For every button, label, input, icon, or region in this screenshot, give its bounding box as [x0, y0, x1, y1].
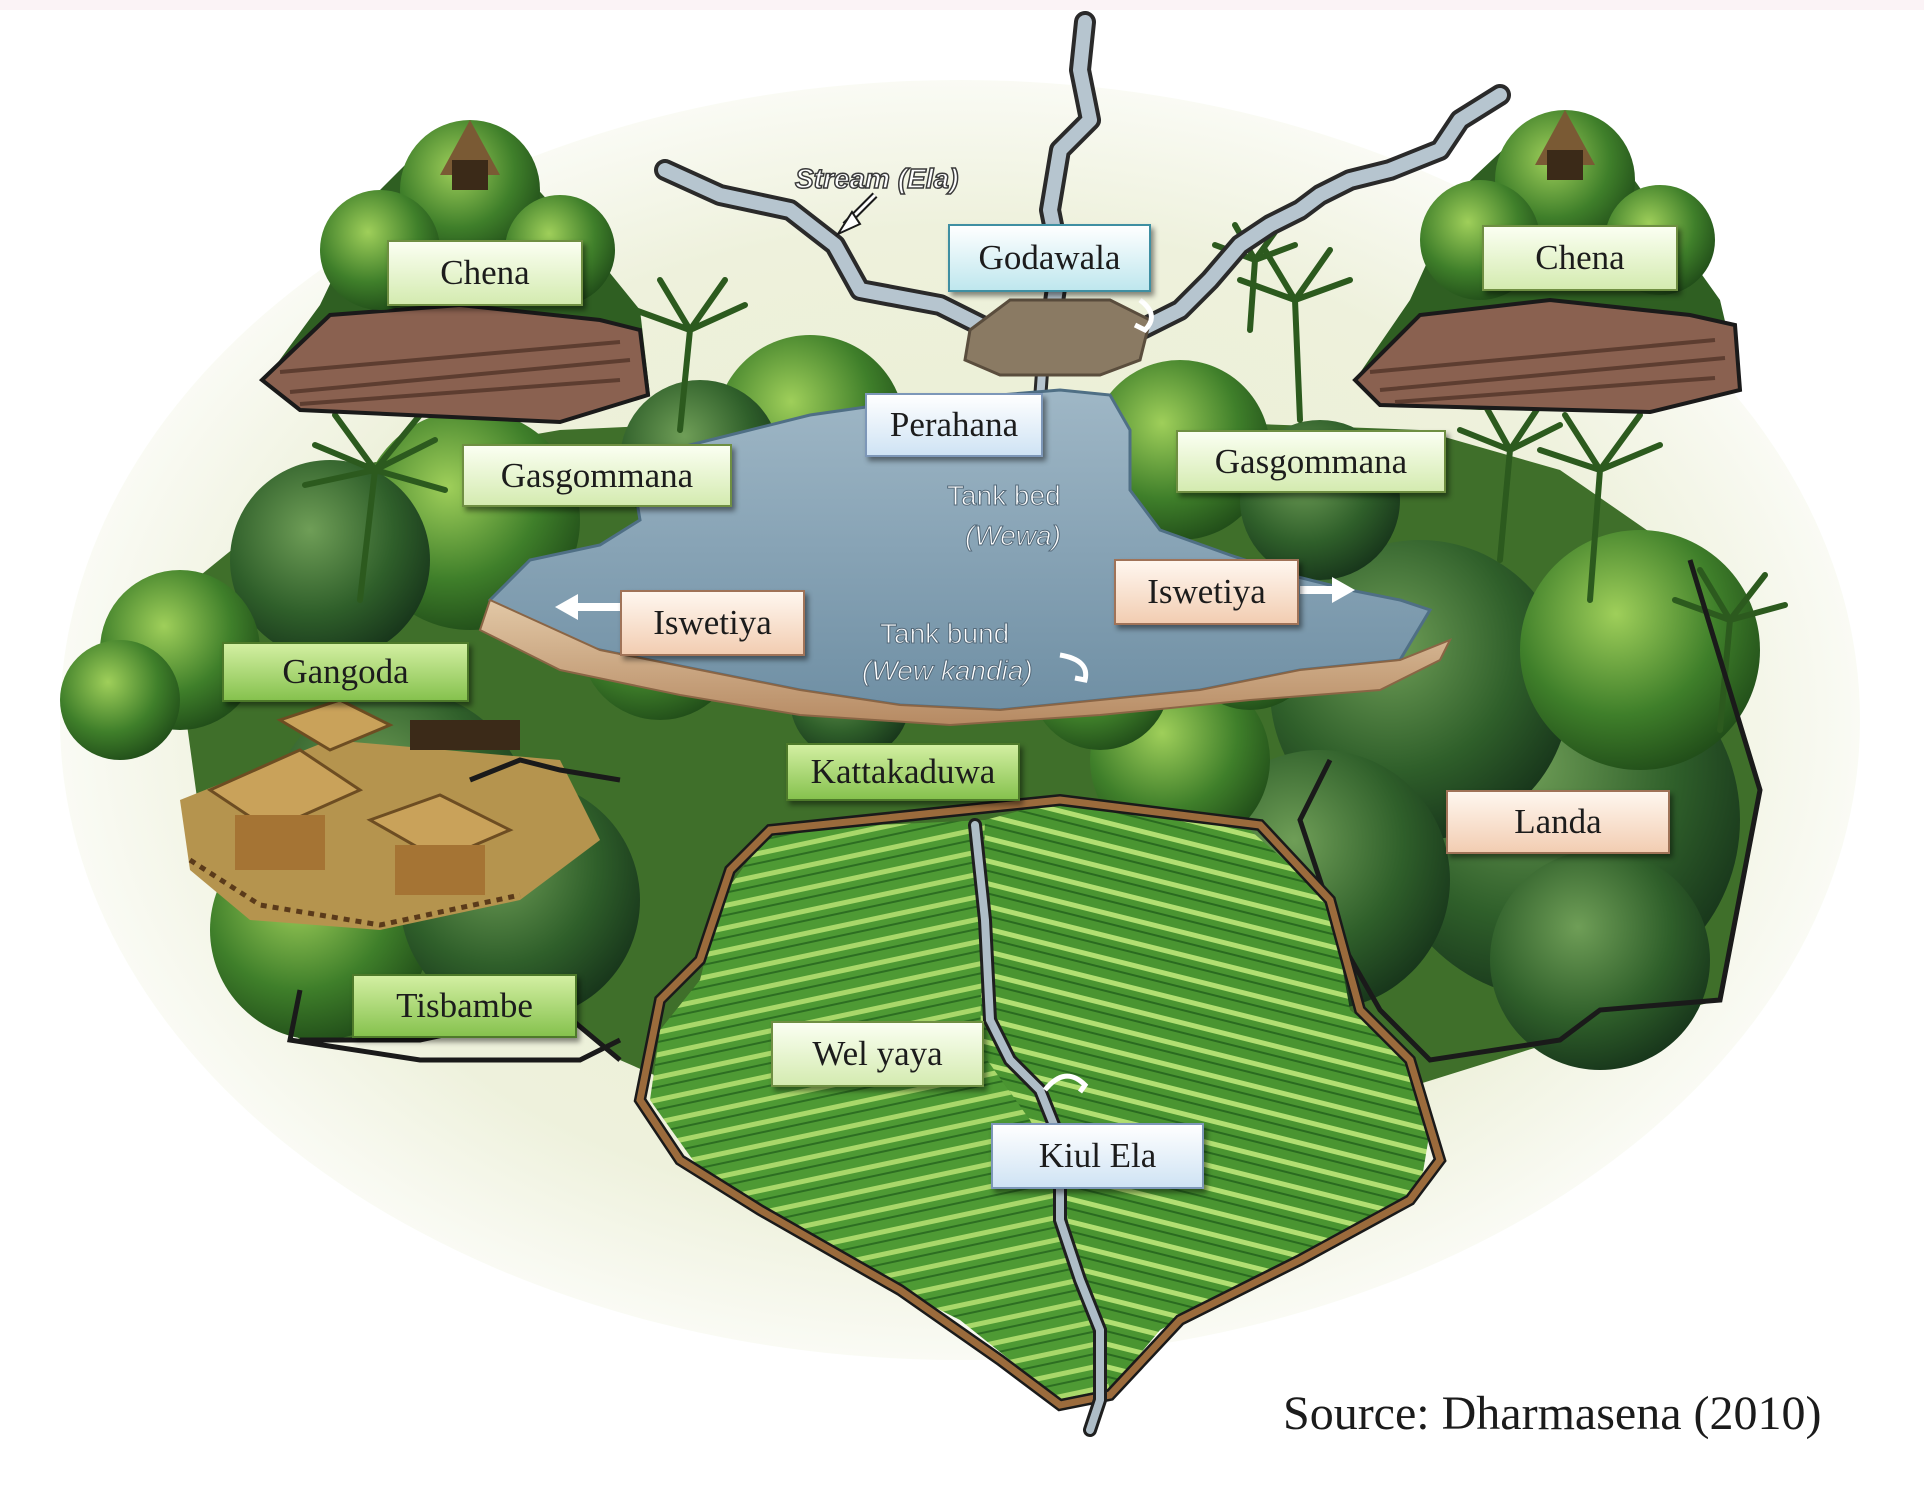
iswetiya-right-arrow [1300, 577, 1355, 603]
tank-bund-curl-arrow [1059, 652, 1089, 683]
label-kiul-ela: Kiul Ela [991, 1123, 1204, 1189]
label-kattakaduwa: Kattakaduwa [786, 743, 1020, 801]
paddy-field [633, 793, 1447, 1437]
label-perahana: Perahana [865, 393, 1043, 457]
top-strip [0, 0, 1924, 10]
label-tisbambe: Tisbambe [352, 974, 577, 1038]
source-caption: Source: Dharmasena (2010) [1283, 1387, 1822, 1440]
tank-bund-annotation: Tank bund [880, 618, 1009, 649]
godawala-curl-arrow [1133, 298, 1154, 334]
gangoda-village [180, 698, 600, 930]
label-chena-left: Chena [387, 240, 583, 306]
label-landa: Landa [1446, 790, 1670, 854]
label-gasgommana-left: Gasgommana [462, 444, 732, 507]
stream-annotation: Stream (Ela) [795, 163, 958, 194]
tisbambe-outline [287, 989, 622, 1063]
label-wel-yaya: Wel yaya [771, 1021, 984, 1087]
iswetiya-left-arrow [555, 594, 625, 620]
stream-pointer-arrow [835, 192, 878, 237]
label-gasgommana-right: Gasgommana [1176, 430, 1446, 493]
godawala-pond [963, 298, 1152, 377]
tank-bund-local-annotation: (Wew kandia) [862, 655, 1033, 686]
label-chena-right: Chena [1482, 225, 1678, 291]
label-iswetiya-right: Iswetiya [1114, 559, 1299, 625]
kiul-ela-curl-arrow [1043, 1073, 1089, 1094]
tank-bed-annotation: Tank bed [947, 480, 1061, 511]
label-gangoda: Gangoda [222, 642, 469, 702]
tank-bed-local-annotation: (Wewa) [965, 520, 1061, 551]
label-godawala: Godawala [948, 224, 1151, 292]
area-outline-right [1297, 559, 1763, 1063]
label-iswetiya-left: Iswetiya [620, 590, 805, 656]
